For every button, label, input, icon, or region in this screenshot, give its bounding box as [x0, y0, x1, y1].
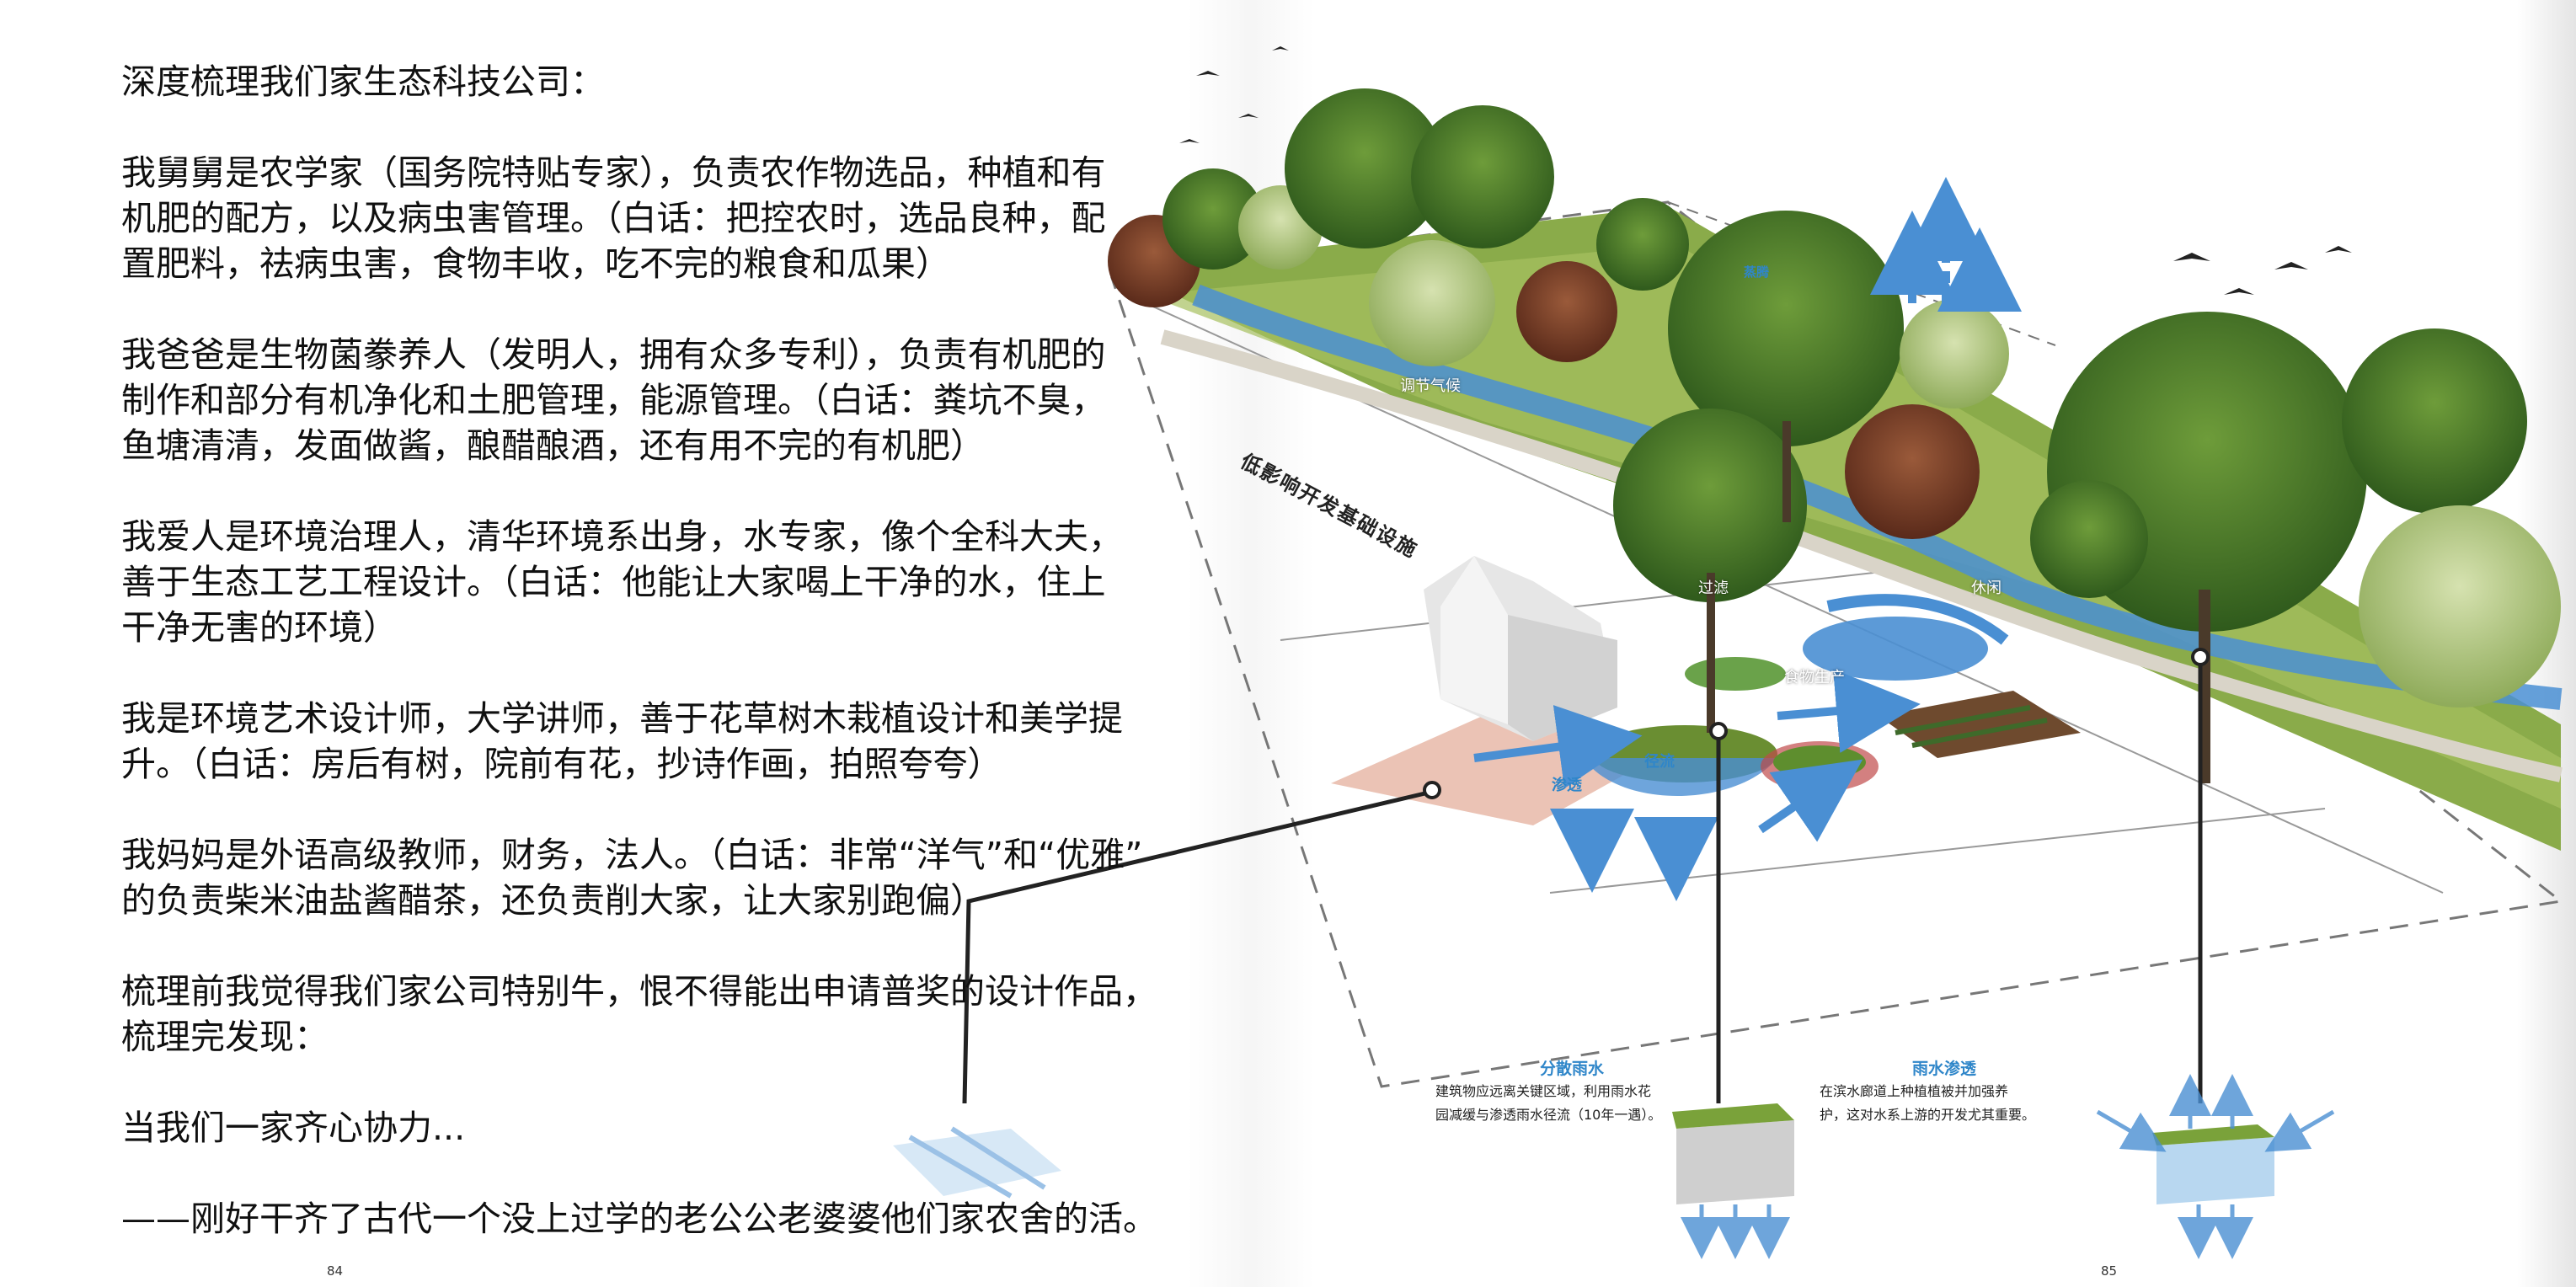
caption-right-title: 雨水渗透 — [1912, 1060, 1977, 1078]
label-filter: 过滤 — [1698, 579, 1729, 597]
story-paragraph: 深度梳理我们家生态科技公司： — [121, 61, 605, 102]
page-number-left: 84 — [327, 1263, 344, 1279]
story-paragraph: ——刚好干齐了古代一个没上过学的老公公老婆婆他们家农舍的活。 — [121, 1199, 1157, 1239]
label-infiltrate: 渗透 — [1552, 777, 1582, 794]
page-number-right: 85 — [2101, 1263, 2118, 1279]
story-paragraph: 梳理前我觉得我们家公司特别牛，恨不得能出申请普奖的设计作品， 梳理完发现： — [121, 971, 1157, 1057]
flow-arrows — [1473, 177, 2022, 901]
caption-left-body: 建筑物应远离关键区域，利用雨水花 园减缓与渗透雨水径流（10年一遇）。 — [1435, 1083, 1662, 1123]
story-paragraph: 当我们一家齐心协力... — [121, 1108, 466, 1148]
label-runoff: 径流 — [1644, 753, 1675, 771]
detail-blocks — [893, 1103, 2274, 1204]
caption-right-body: 在滨水廊道上种植植被并加强养 护，这对水系上游的开发尤其重要。 — [1820, 1083, 2036, 1123]
label-food: 食物生产 — [1784, 669, 1845, 686]
story-paragraph: 我舅舅是农学家（国务院特贴专家），负责农作物选品，种植和有 机肥的配方，以及病虫… — [121, 152, 1106, 284]
label-transpiration: 蒸腾 — [1744, 264, 1770, 280]
leader-lines — [962, 657, 2203, 1104]
story-paragraph: 我是环境艺术设计师，大学讲师，善于花草树木栽植设计和美学提 升。（白话：房后有树… — [121, 698, 1123, 784]
house — [1424, 556, 1617, 741]
food-beds — [1879, 691, 2081, 758]
story-paragraph: 我爱人是环境治理人，清华环境系出身，水专家，像个全科大夫， 善于生态工艺工程设计… — [121, 516, 1123, 648]
detail-arrows — [1681, 1074, 2335, 1259]
retention-pond — [1685, 594, 2009, 691]
label-leisure: 休闲 — [1971, 579, 2001, 597]
birds — [1179, 46, 2352, 295]
story-paragraph: 我爸爸是生物菌豢养人（发明人，拥有众多专利），负责有机肥的 制作和部分有机净化和… — [121, 334, 1106, 466]
trees — [1108, 88, 2561, 783]
rain-garden — [1584, 725, 1879, 796]
leader-dots — [1423, 648, 2210, 799]
caption-left-title: 分散雨水 — [1540, 1060, 1605, 1078]
label-climate: 调节气候 — [1400, 377, 1461, 395]
story-paragraph: 我妈妈是外语高级教师，财务，法人。（白话：非常“洋气”和“优雅” 的负责柴米油盐… — [121, 835, 1143, 921]
story-text: 深度梳理我们家生态科技公司： 我舅舅是农学家（国务院特贴专家），负责农作物选品，… — [121, 59, 1208, 1287]
